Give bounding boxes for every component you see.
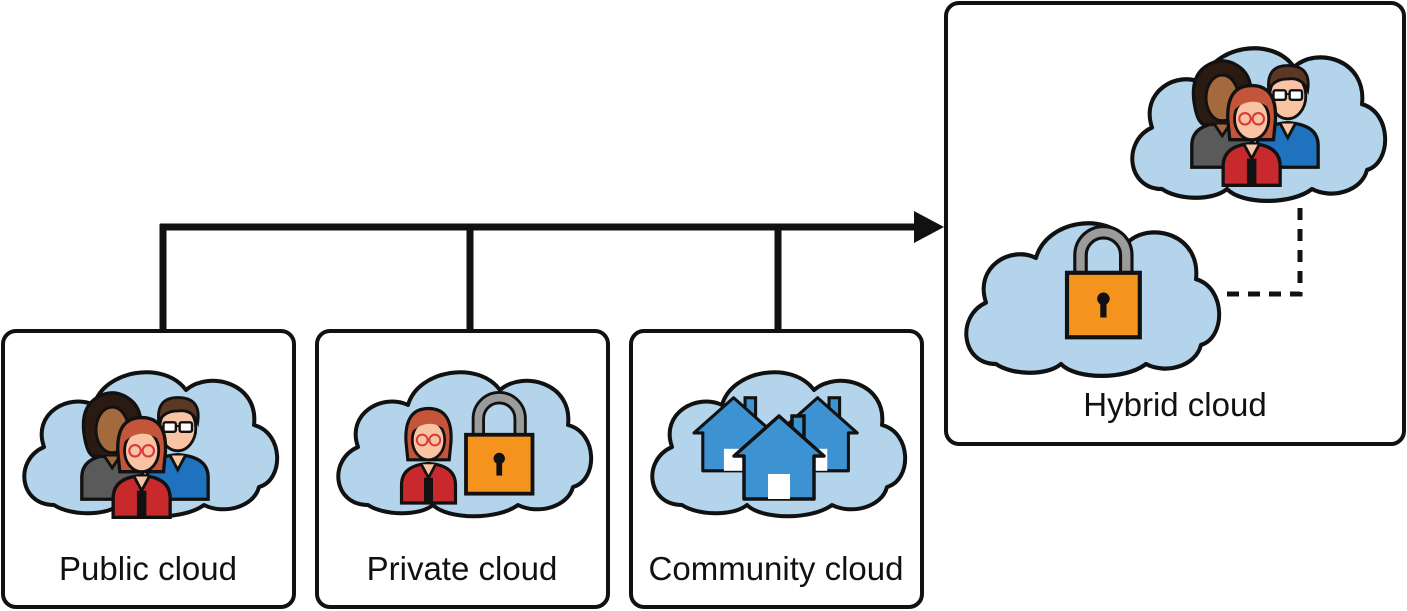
connector-lines [159, 211, 944, 331]
hybrid-cloud-label: Hybrid cloud [1083, 386, 1266, 423]
community-cloud-label: Community cloud [649, 550, 904, 587]
public-cloud-box: Public cloud [1, 329, 296, 609]
community-cloud-box: Community cloud [629, 329, 924, 609]
private-cloud-box: Private cloud [315, 329, 610, 609]
arrow-head [914, 211, 944, 243]
dashed-connector [1222, 208, 1303, 297]
private-cloud-label: Private cloud [367, 550, 558, 587]
person-icon [399, 406, 458, 505]
hybrid-cloud-box: Hybrid cloud [944, 1, 1406, 446]
public-cloud-label: Public cloud [59, 550, 237, 587]
